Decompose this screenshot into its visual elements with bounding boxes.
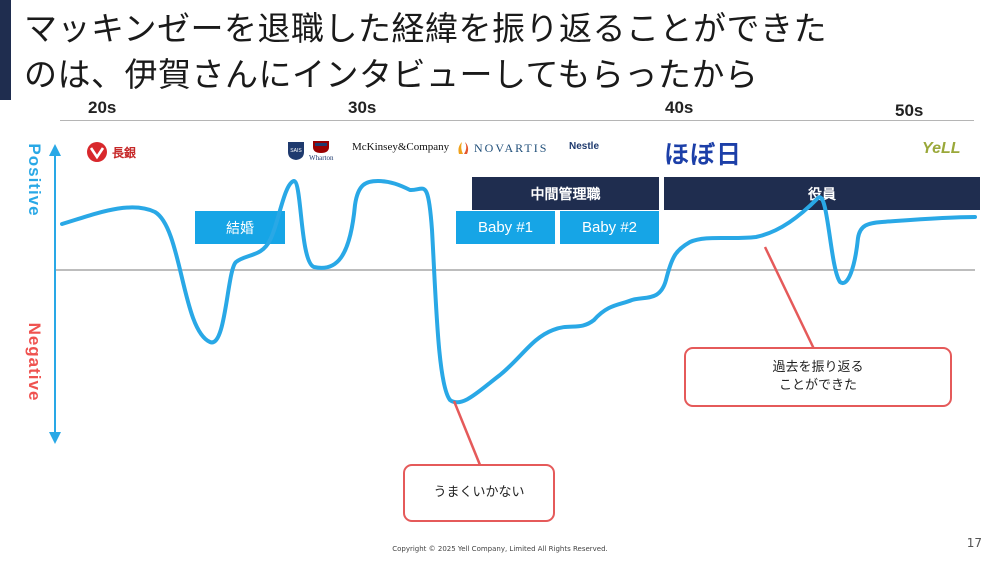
timeline-top-rule (60, 120, 974, 121)
copyright-notice: Copyright © 2025 Yell Company, Limited A… (392, 545, 608, 553)
page-number: 17 (966, 536, 982, 550)
callout-reflect-line-2: ことができた (778, 378, 857, 393)
logo-chogin-text: 長銀 (112, 145, 137, 160)
logo-novartis: NOVARTIS (456, 140, 548, 156)
callout-pointer-struggle (452, 400, 482, 466)
slide-title-line-1: マッキンゼーを退職した経緯を振り返ることができた (24, 9, 828, 48)
logo-mckinsey: McKinsey&Company (352, 141, 449, 153)
decade-label-30s: 30s (348, 98, 377, 117)
decade-label-20s: 20s (88, 98, 117, 117)
logo-chogin: 長銀 (86, 141, 136, 163)
event-baby-1: Baby #1 (456, 211, 555, 244)
slide-title-line-2: のは、伊賀さんにインタビューしてもらったから (24, 55, 759, 94)
logo-sais-wharton: SAIS Wharton (287, 140, 334, 162)
neutral-baseline (55, 269, 975, 271)
event-baby-2: Baby #2 (560, 211, 659, 244)
logo-nestle: Nestle (569, 141, 599, 152)
logo-wharton-text: Wharton (309, 154, 334, 162)
callout-struggle: うまくいかない (403, 464, 555, 522)
logo-yell-text: YeLL (922, 140, 961, 157)
logo-nestle-text: Nestle (569, 141, 600, 152)
chogin-mark-icon (87, 142, 107, 162)
sais-shield-text: SAIS (290, 148, 302, 154)
title-accent-bar (0, 0, 11, 100)
logo-yell: YeLL (922, 140, 961, 158)
callout-reflect-past: 過去を振り返る ことができた (684, 347, 952, 407)
callout-reflect-line-1: 過去を振り返る (772, 360, 864, 375)
slide-title: マッキンゼーを退職した経緯を振り返ることができた のは、伊賀さんにインタビューし… (24, 6, 984, 98)
logo-mckinsey-text: McKinsey&Company (352, 141, 450, 153)
decade-label-50s: 50s (895, 101, 924, 120)
sais-shield-icon: SAIS (288, 142, 304, 160)
novartis-flame-icon (458, 142, 469, 154)
decade-label-40s: 40s (665, 98, 694, 117)
life-satisfaction-curve (60, 179, 977, 405)
logo-hobonichi-text: ほぼ日 (664, 140, 743, 169)
callout-pointer-reflect (763, 246, 816, 350)
wharton-shield-icon (313, 141, 330, 153)
stage-middle-management: 中間管理職 (472, 177, 659, 210)
logo-novartis-text: NOVARTIS (474, 140, 549, 155)
event-marriage: 結婚 (195, 211, 285, 244)
logo-hobonichi: ほぼ日 (664, 135, 742, 171)
